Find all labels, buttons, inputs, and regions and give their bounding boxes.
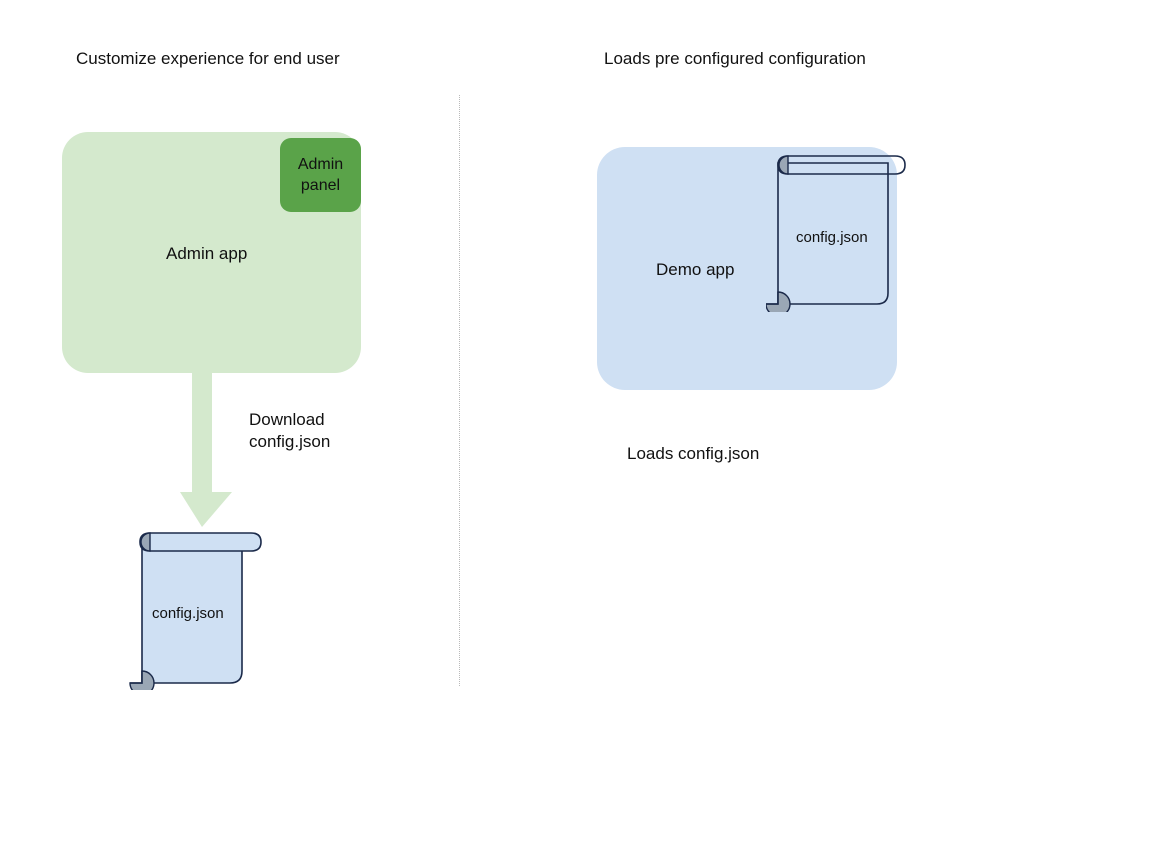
loads-config-caption: Loads config.json — [627, 444, 760, 463]
config-json-label-left: config.json — [152, 605, 224, 622]
admin-panel-button[interactable]: Admin panel — [280, 138, 361, 212]
document-bottom-curl — [129, 670, 155, 690]
arrow-shape — [180, 370, 232, 527]
document-bottom-curl-fold — [766, 292, 779, 305]
download-arrow-label: Download config.json — [249, 410, 331, 451]
admin-panel-label: Admin panel — [297, 156, 344, 194]
left-column-title: Customize experience for end user — [76, 49, 340, 68]
demo-app-container — [597, 147, 897, 390]
download-arrow-icon — [180, 370, 232, 527]
document-top-curl-nub — [140, 532, 151, 552]
admin-app-label: Admin app — [166, 244, 248, 263]
document-top-curl — [139, 532, 262, 552]
config-json-label-right: config.json — [796, 229, 868, 246]
demo-app-label: Demo app — [656, 260, 735, 279]
right-column-title: Loads pre configured configuration — [604, 49, 866, 68]
document-top-curl — [777, 155, 906, 175]
document-body — [777, 162, 889, 305]
document-bottom-curl-fold — [130, 671, 143, 684]
document-bottom-curl — [766, 291, 791, 312]
vertical-dotted-divider-icon — [459, 95, 460, 686]
config-json-document-left — [129, 532, 262, 690]
document-top-curl-nub — [778, 155, 789, 175]
document-body — [141, 539, 243, 684]
config-json-document-right — [766, 155, 906, 312]
